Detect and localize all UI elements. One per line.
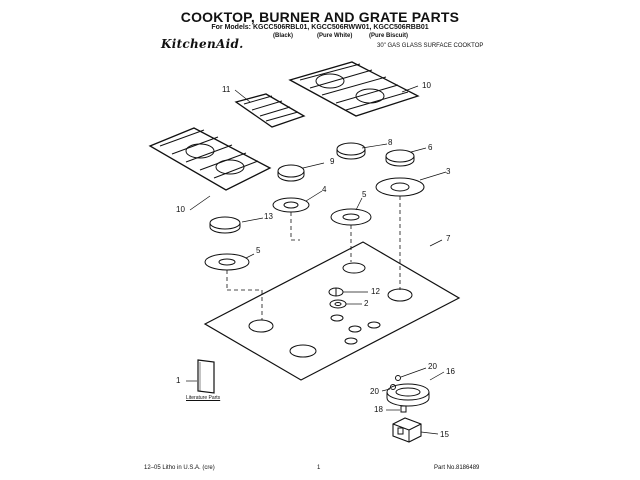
callout-11: 11	[222, 85, 231, 94]
callout-12: 12	[371, 287, 380, 296]
burner-head-3	[375, 177, 425, 197]
footer-print-info: 12–05 Litho in U.S.A. (cre)	[144, 465, 215, 471]
model-numbers: For Models: KGCC506RBL01, KGCC506RWW01, …	[211, 24, 429, 31]
callout-16: 16	[446, 367, 455, 376]
footer-page-number: 1	[317, 465, 321, 471]
alignment-lines	[226, 196, 401, 320]
burner-base-16	[386, 371, 445, 407]
callout-1: 1	[176, 376, 181, 385]
burner-cap-6	[385, 149, 415, 167]
callout-20-lower: 20	[370, 387, 379, 396]
valve-15	[392, 417, 439, 443]
callout-18: 18	[374, 405, 383, 414]
variant-biscuit: (Pure Biscuit)	[369, 33, 409, 39]
product-description: 30" GAS GLASS SURFACE COOKTOP	[377, 43, 484, 49]
orifice-18	[386, 405, 407, 413]
callout-9: 9	[330, 157, 335, 166]
callout-13: 13	[264, 212, 273, 221]
brand-logo: KitchenAid.	[161, 37, 244, 51]
callout-8: 8	[388, 138, 393, 147]
callout-10-left: 10	[176, 205, 185, 214]
callout-3: 3	[446, 167, 451, 176]
literature-parts-label: Literature Parts	[186, 395, 221, 401]
callout-5-center: 5	[362, 190, 367, 199]
callout-6: 6	[428, 143, 433, 152]
burner-cap-9	[277, 164, 305, 182]
glass-cooktop	[203, 241, 461, 381]
callout-5-left: 5	[256, 246, 261, 255]
variant-white: (Pure White)	[317, 33, 353, 39]
callout-2: 2	[364, 299, 369, 308]
callout-10-right: 10	[422, 81, 431, 90]
grate-right	[288, 61, 420, 117]
burner-head-5-center	[330, 208, 372, 226]
screw-20-a	[395, 367, 427, 381]
igniter-12	[328, 287, 368, 297]
burner-head-4	[272, 197, 310, 213]
footer-part-number: Part No.8186489	[434, 465, 480, 471]
electrode-2	[329, 299, 362, 309]
callout-4: 4	[322, 185, 327, 194]
leader-lines	[189, 85, 447, 259]
burner-head-5-left	[204, 253, 250, 271]
callout-15: 15	[440, 430, 449, 439]
burner-cap-13	[209, 216, 241, 234]
literature-parts-icon	[186, 359, 215, 394]
burner-cap-8	[336, 142, 366, 160]
grate-center	[234, 93, 306, 128]
grate-left	[148, 127, 272, 191]
screw-20-b	[381, 384, 396, 392]
callout-7: 7	[446, 234, 451, 243]
callout-20-upper: 20	[428, 362, 437, 371]
variant-black: (Black)	[273, 33, 294, 39]
page-title: COOKTOP, BURNER AND GRATE PARTS	[180, 9, 460, 25]
